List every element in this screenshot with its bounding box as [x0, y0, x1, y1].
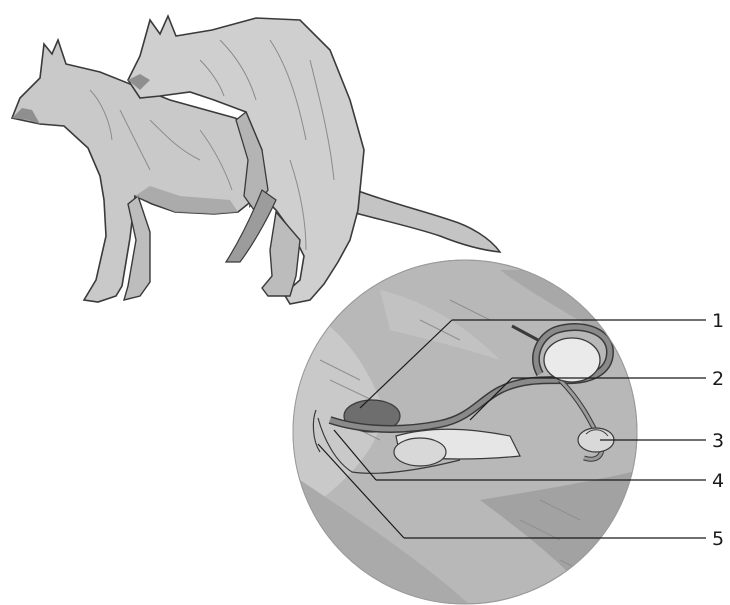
- callout-label-3: 3: [712, 430, 724, 452]
- dogs-illustration: [12, 16, 500, 304]
- callout-label-4: 4: [712, 470, 724, 492]
- callout-label-2: 2: [712, 368, 724, 390]
- callout-label-5: 5: [712, 528, 724, 550]
- callout-label-1: 1: [712, 310, 724, 332]
- anatomy-detail-circle: [290, 260, 640, 605]
